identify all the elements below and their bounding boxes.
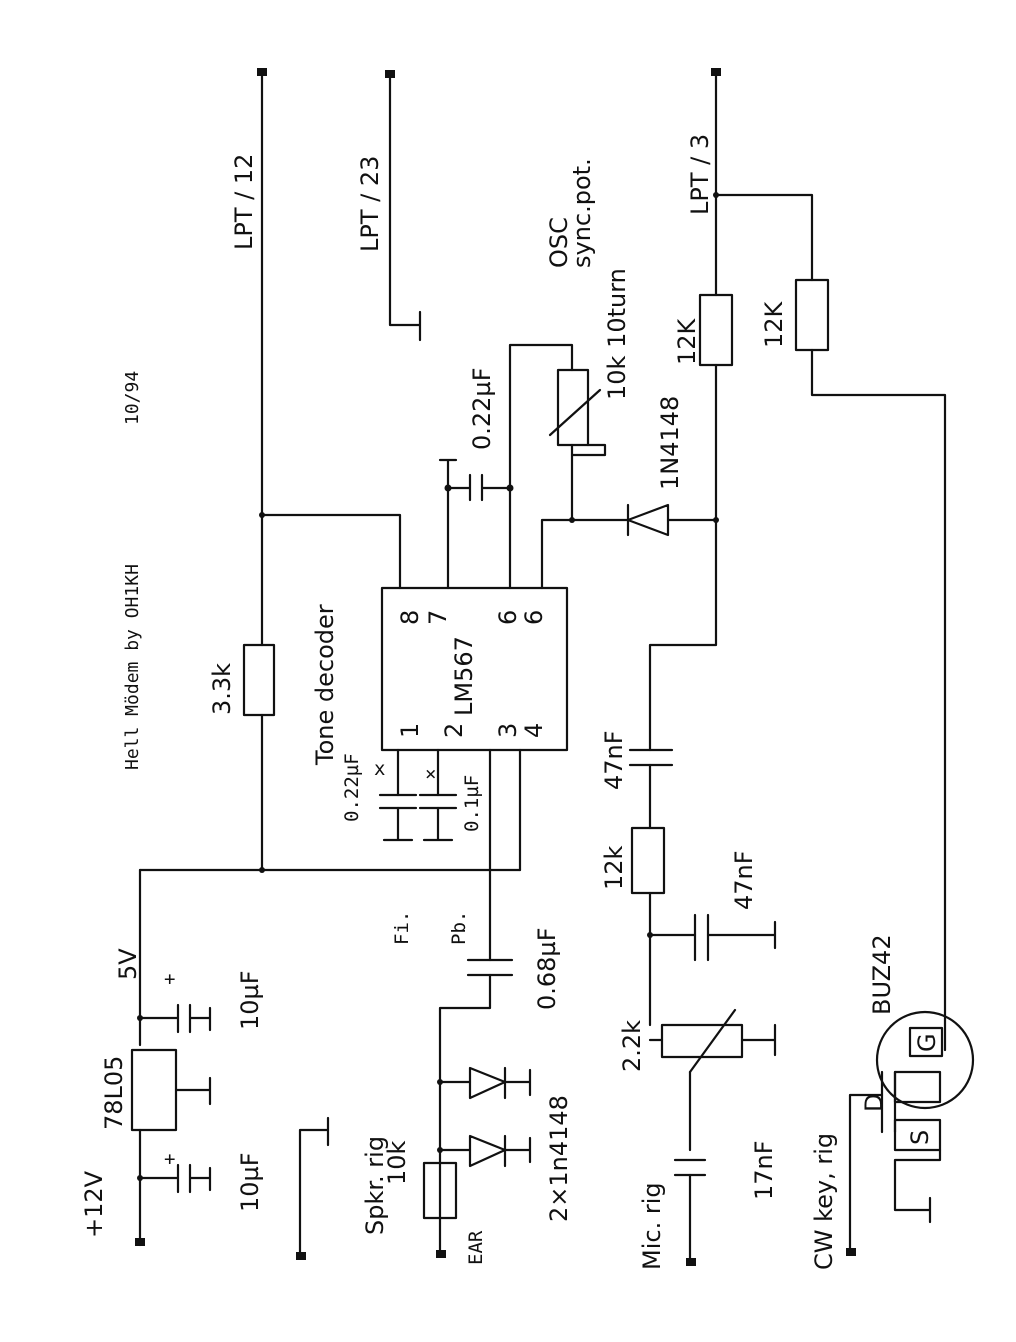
label-17nf: 17nF: [750, 1140, 778, 1200]
ic-pin7-label: 7: [424, 610, 452, 625]
regulator-78l05: [130, 1048, 178, 1132]
label-osc-1: OSC: [545, 217, 573, 268]
label-c-pin7: 0.22µF: [468, 367, 496, 450]
label-78l05: 78L05: [100, 1056, 128, 1130]
pot-osc: [556, 368, 590, 447]
mark-x-pin1: x: [374, 758, 385, 780]
label-lpt12: LPT / 12: [230, 154, 258, 250]
fet-pin-s: S: [906, 1130, 934, 1145]
label-cap-in: 10µF: [236, 1152, 264, 1212]
fet-buz42: [875, 1010, 975, 1110]
label-12k-gate: 12K: [760, 300, 788, 348]
label-12v: +12V: [80, 1170, 108, 1238]
label-10k-spkr: 10k: [383, 1140, 411, 1185]
mark-pb: Pb.: [448, 911, 470, 945]
label-mic: Mic. rig: [638, 1182, 666, 1270]
resistor-12k-mic: [630, 826, 666, 895]
ic-pin1-label: 1: [396, 723, 424, 738]
label-3-3k: 3.3k: [208, 663, 236, 715]
plus-mark-out: +: [164, 968, 175, 990]
ic-lm567: LM567 8 7 6 6 1 2 3 4: [380, 586, 569, 752]
label-c-pin1: 0.22µF: [341, 753, 363, 822]
label-5v: 5V: [114, 948, 142, 980]
label-47nf-coupling: 47nF: [600, 730, 628, 790]
terminals: [135, 68, 856, 1266]
label-cw: CW key, rig: [810, 1133, 838, 1270]
label-1n4148: 1N4148: [656, 396, 684, 490]
label-47nf-filter: 47nF: [730, 850, 758, 910]
ic-pin2-label: 2: [440, 723, 468, 738]
label-osc-2: sync.pot.: [568, 158, 596, 268]
label-068uf: 0.68µF: [533, 927, 561, 1010]
label-2x1n4148: 2×1n4148: [545, 1095, 573, 1222]
label-2-2k: 2.2k: [618, 1020, 646, 1072]
resistor-3-3k: [242, 643, 276, 717]
ic-pin4-label: 4: [520, 723, 548, 738]
label-buz42: BUZ42: [868, 934, 896, 1015]
schematic-title: Hell Mödem by OH1KH: [122, 564, 143, 770]
label-tone-decoder: Tone decoder: [311, 604, 339, 766]
ic-pin6-label: 6: [494, 610, 522, 625]
resistor-12k-gate: [794, 278, 830, 352]
label-lm567: LM567: [450, 636, 478, 716]
label-lpt3: LPT / 3: [686, 134, 714, 215]
pot-mic: [660, 1023, 744, 1059]
label-spkr: Spkr. rig: [361, 1136, 389, 1235]
fet-pin-g: G: [913, 1033, 941, 1052]
label-pot-osc: 10k 10turn: [603, 268, 631, 400]
wires: G D S: [130, 73, 975, 1262]
label-lpt23: LPT / 23: [356, 156, 384, 252]
ic-pin3-label: 3: [494, 723, 522, 738]
schematic-date: 10/94: [122, 371, 143, 425]
label-c-pin2: 0.1µF: [461, 775, 483, 832]
resistor-10k-spkr: [422, 1161, 458, 1220]
junctions: [137, 192, 719, 1181]
label-cap-out: 10µF: [236, 970, 264, 1030]
resistor-12k-lpt3: [698, 293, 734, 367]
mark-x-pin2: ×: [425, 763, 436, 785]
ic-pin5-label: 6: [520, 610, 548, 625]
plus-mark-in: +: [164, 1148, 175, 1170]
ic-pin8-label: 8: [396, 610, 424, 625]
label-12k-mic: 12k: [600, 845, 628, 890]
mark-fi: Fi.: [391, 911, 413, 945]
fet-pin-d: D: [860, 1094, 888, 1112]
label-ear: EAR: [465, 1230, 487, 1265]
label-12k-lpt3: 12K: [673, 317, 701, 365]
